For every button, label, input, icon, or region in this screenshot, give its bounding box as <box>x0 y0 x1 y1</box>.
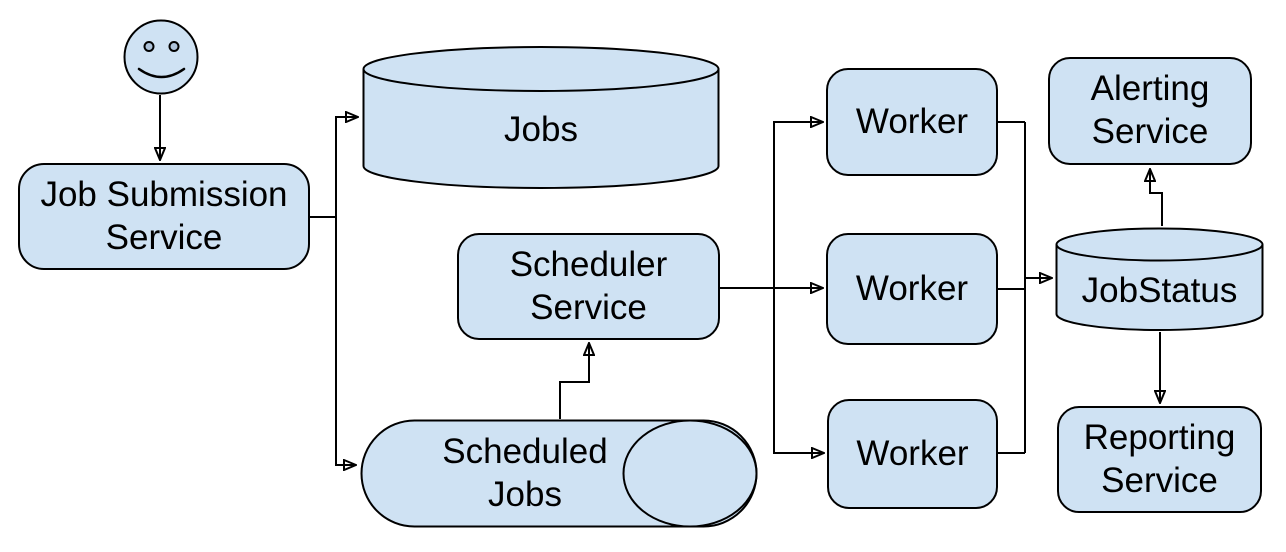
node-label: Worker <box>855 101 969 141</box>
edge-scheduler-branch-to-worker-3 <box>773 288 823 453</box>
edge-scheduled-jobs-to-scheduler <box>559 344 589 419</box>
node-label: Worker <box>855 268 969 308</box>
node-worker-1[interactable]: Worker <box>826 68 998 176</box>
cylinder-shape <box>362 46 720 189</box>
node-label: Job Submission Service <box>40 174 288 257</box>
node-label: Worker <box>856 433 969 473</box>
node-label: Jobs <box>504 110 578 150</box>
edge-scheduler-branch-to-worker-1 <box>773 122 822 288</box>
node-jobs-db[interactable]: Jobs <box>362 45 720 190</box>
node-user[interactable] <box>122 19 200 97</box>
edge-job-submission-to-jobs <box>335 117 357 217</box>
node-label: Reporting Service <box>1083 417 1236 500</box>
node-label: Alerting Service <box>1090 69 1210 151</box>
smiley-right-eye <box>168 41 180 52</box>
node-label: JobStatus <box>1081 271 1238 311</box>
node-label: Scheduler Service <box>509 244 668 327</box>
node-label: Scheduled Jobs <box>442 431 608 514</box>
edge-jobstatus-to-alerting <box>1150 170 1163 226</box>
cylinder-shape <box>1055 227 1264 331</box>
node-worker-2[interactable]: Worker <box>826 233 998 345</box>
node-jobstatus-db[interactable]: JobStatus <box>1055 227 1264 332</box>
node-job-submission-service[interactable]: Job Submission Service <box>18 163 310 270</box>
smiley-left-eye <box>143 41 155 52</box>
node-alerting-service[interactable]: Alerting Service <box>1048 57 1252 165</box>
node-scheduled-jobs-queue[interactable]: Scheduled Jobs <box>360 419 758 528</box>
edge-job-submission-to-scheduled-jobs <box>335 217 355 465</box>
node-reporting-service[interactable]: Reporting Service <box>1057 406 1262 513</box>
node-scheduler-service[interactable]: Scheduler Service <box>457 233 720 340</box>
node-worker-3[interactable]: Worker <box>827 399 998 509</box>
smiley-smile <box>137 67 186 79</box>
queue-shape <box>360 419 758 528</box>
smiley-face-icon <box>123 19 199 95</box>
